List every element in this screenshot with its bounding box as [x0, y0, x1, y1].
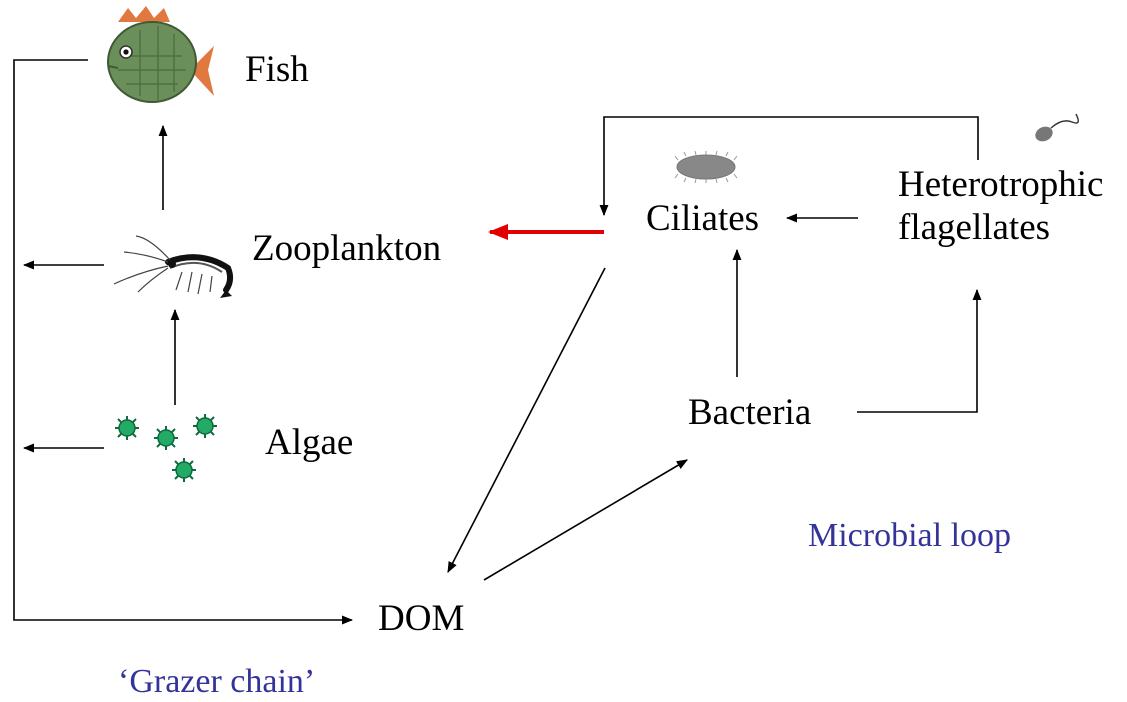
flagellate-icon — [1033, 114, 1078, 144]
heterotrophic-line1: Heterotrophic — [898, 164, 1103, 207]
dom-label: DOM — [378, 598, 464, 641]
zooplankton-label: Zooplankton — [252, 228, 441, 271]
zooplankton-icon — [114, 236, 232, 298]
ciliates-label: Ciliates — [646, 198, 759, 241]
algae-icon — [115, 414, 217, 482]
ciliate-icon — [675, 151, 737, 183]
grazer-loop-line — [14, 60, 352, 620]
bacteria-label: Bacteria — [688, 392, 811, 435]
fish-icon — [108, 6, 214, 102]
heterotrophic-flagellates-label: Heterotrophic flagellates — [898, 164, 1103, 249]
heterotrophic-line2: flagellates — [898, 207, 1103, 250]
algae-label: Algae — [265, 422, 353, 465]
grazer-chain-caption: ‘Grazer chain’ — [118, 662, 315, 701]
arrow-ciliates-to-dom — [448, 268, 605, 572]
arrow-dom-to-bacteria — [484, 460, 687, 580]
microbial-loop-caption: Microbial loop — [808, 516, 1011, 555]
arrow-bacteria-to-flagellates — [857, 290, 977, 412]
fish-label: Fish — [245, 49, 309, 92]
